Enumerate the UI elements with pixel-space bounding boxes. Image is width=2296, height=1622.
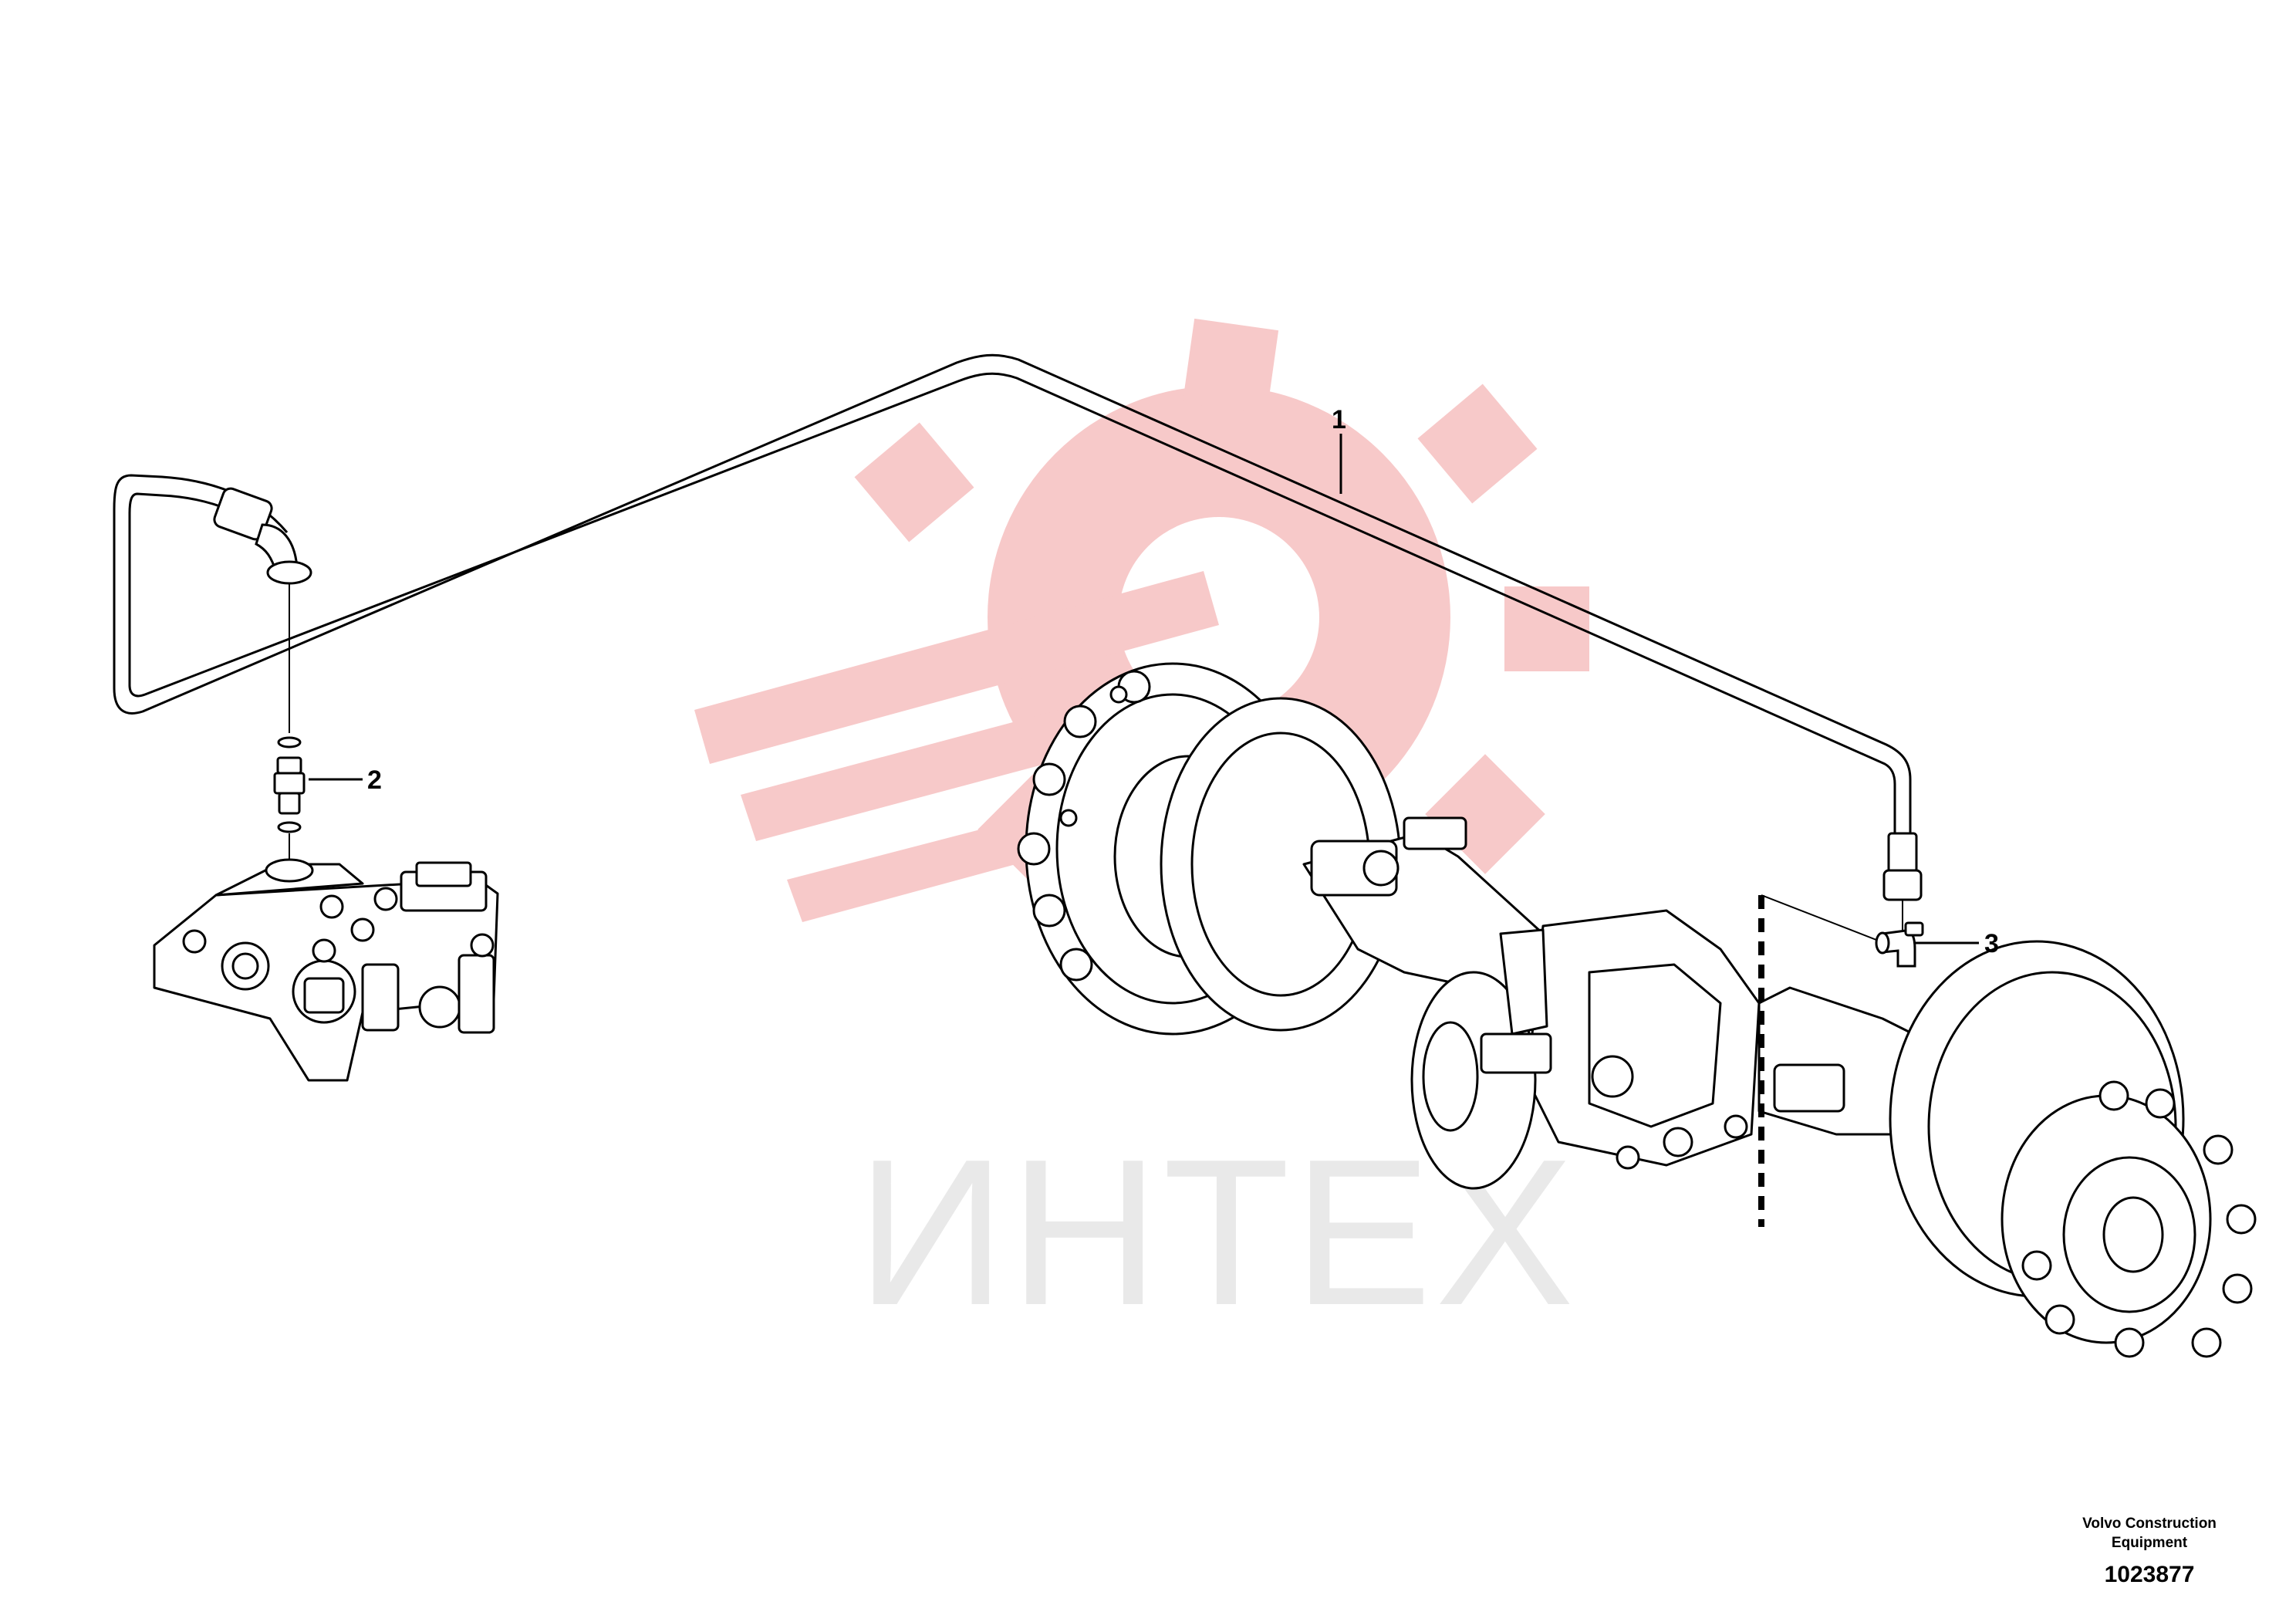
valve-block: [153, 858, 499, 1082]
callout-1-label: 1: [1332, 405, 1346, 434]
callout-3: 3: [1915, 929, 1999, 958]
callout-2-label: 2: [367, 765, 382, 795]
connector-part-2: [273, 736, 306, 868]
callout-2: 2: [309, 765, 382, 795]
figure-number: 1023877: [2104, 1562, 2195, 1587]
pipe-to-axle-leader: [1761, 894, 1891, 946]
callout-3-label: 3: [1984, 929, 1999, 958]
elbow-part-3: [1875, 921, 1924, 968]
callout-1: 1: [1332, 405, 1346, 494]
brake-pipe: [113, 353, 1912, 849]
pipe-left-fitting: [213, 487, 312, 733]
pipe-right-fitting: [1882, 832, 1923, 934]
manufacturer-line-2: Equipment: [2111, 1535, 2188, 1551]
axle-assembly: [1017, 662, 2257, 1358]
manufacturer-line-1: Volvo Construction: [2082, 1516, 2217, 1532]
